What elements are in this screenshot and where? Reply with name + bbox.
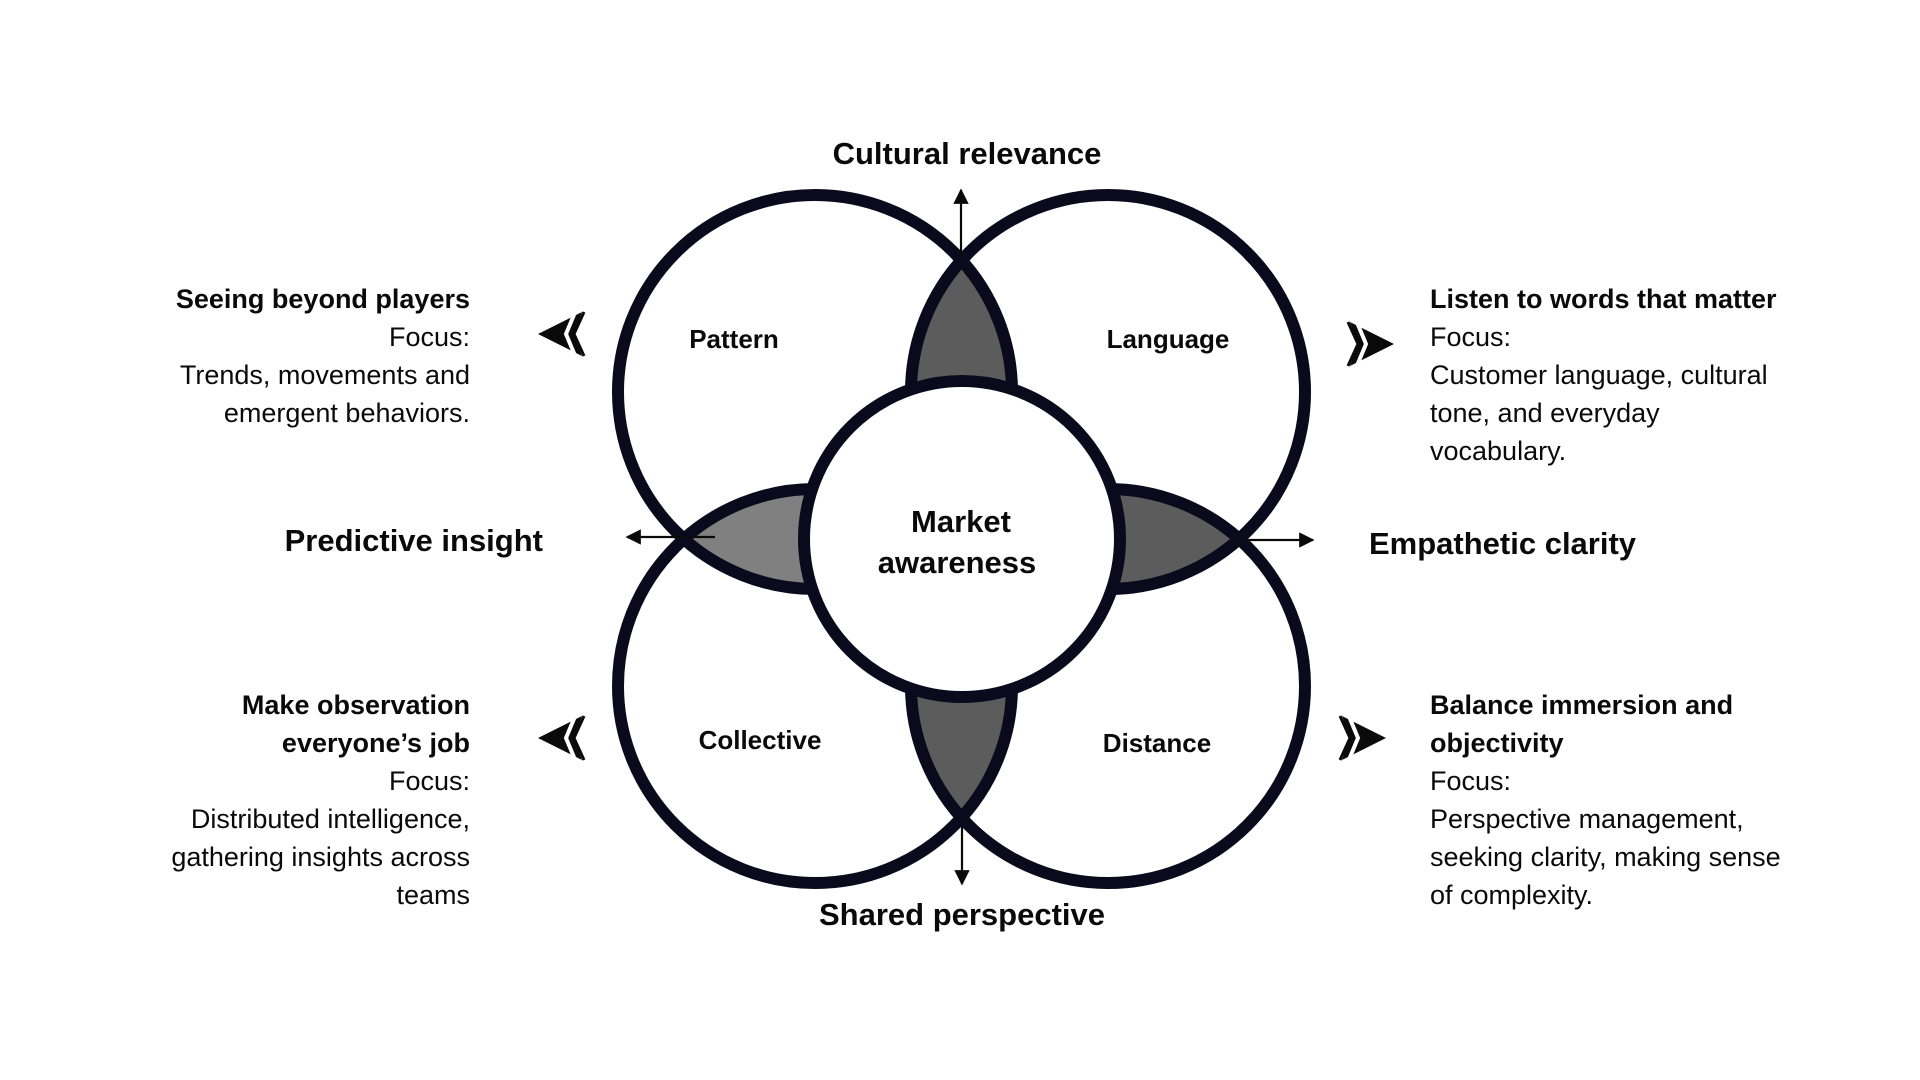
center-label-line1: Market bbox=[911, 504, 1011, 539]
axis-label-top: Cultural relevance bbox=[833, 136, 1102, 171]
block-title: objectivity bbox=[1430, 728, 1564, 758]
text-block-listen-to-words: Listen to words that matter Focus: Custo… bbox=[1430, 280, 1777, 470]
focus-text-line: Distributed intelligence, bbox=[190, 804, 470, 834]
petal-label-collective: Collective bbox=[699, 725, 822, 755]
focus-text-line: emergent behaviors. bbox=[223, 398, 470, 428]
block-title: Listen to words that matter bbox=[1430, 284, 1777, 314]
axis-label-right: Empathetic clarity bbox=[1369, 526, 1637, 561]
block-title: Seeing beyond players bbox=[175, 284, 470, 314]
double-chevron-right-icon bbox=[1338, 713, 1386, 763]
text-block-balance-immersion: Balance immersion and objectivity Focus:… bbox=[1430, 686, 1781, 914]
focus-text-line: tone, and everyday bbox=[1430, 398, 1660, 428]
petal-label-language: Language bbox=[1107, 324, 1230, 354]
focus-text-line: Customer language, cultural bbox=[1430, 360, 1768, 390]
petal-label-distance: Distance bbox=[1103, 728, 1211, 758]
focus-label: Focus: bbox=[1430, 322, 1512, 352]
block-title: Balance immersion and bbox=[1430, 690, 1734, 720]
block-title: everyone’s job bbox=[281, 728, 470, 758]
focus-label: Focus: bbox=[1430, 766, 1512, 796]
focus-text-line: seeking clarity, making sense bbox=[1430, 842, 1781, 872]
focus-label: Focus: bbox=[388, 322, 470, 352]
focus-label: Focus: bbox=[388, 766, 470, 796]
focus-text-line: of complexity. bbox=[1430, 880, 1594, 910]
double-chevron-left-icon bbox=[538, 713, 586, 763]
focus-text-line: Perspective management, bbox=[1430, 804, 1744, 834]
text-block-make-observation: Make observation everyone’s job Focus: D… bbox=[171, 686, 470, 914]
text-block-seeing-beyond-players: Seeing beyond players Focus: Trends, mov… bbox=[176, 280, 470, 432]
focus-text-line: gathering insights across bbox=[171, 842, 470, 872]
axis-label-left: Predictive insight bbox=[285, 523, 543, 558]
focus-text-line: Trends, movements and bbox=[179, 360, 470, 390]
double-chevron-right-icon bbox=[1346, 319, 1394, 369]
block-title: Make observation bbox=[241, 690, 470, 720]
axis-label-bottom: Shared perspective bbox=[819, 897, 1105, 932]
focus-text-line: vocabulary. bbox=[1430, 436, 1567, 466]
center-label-line2: awareness bbox=[878, 545, 1037, 580]
circle-market-awareness bbox=[798, 375, 1126, 703]
focus-text-line: teams bbox=[396, 880, 470, 910]
petal-label-pattern: Pattern bbox=[689, 324, 779, 354]
double-chevron-left-icon bbox=[538, 309, 586, 359]
